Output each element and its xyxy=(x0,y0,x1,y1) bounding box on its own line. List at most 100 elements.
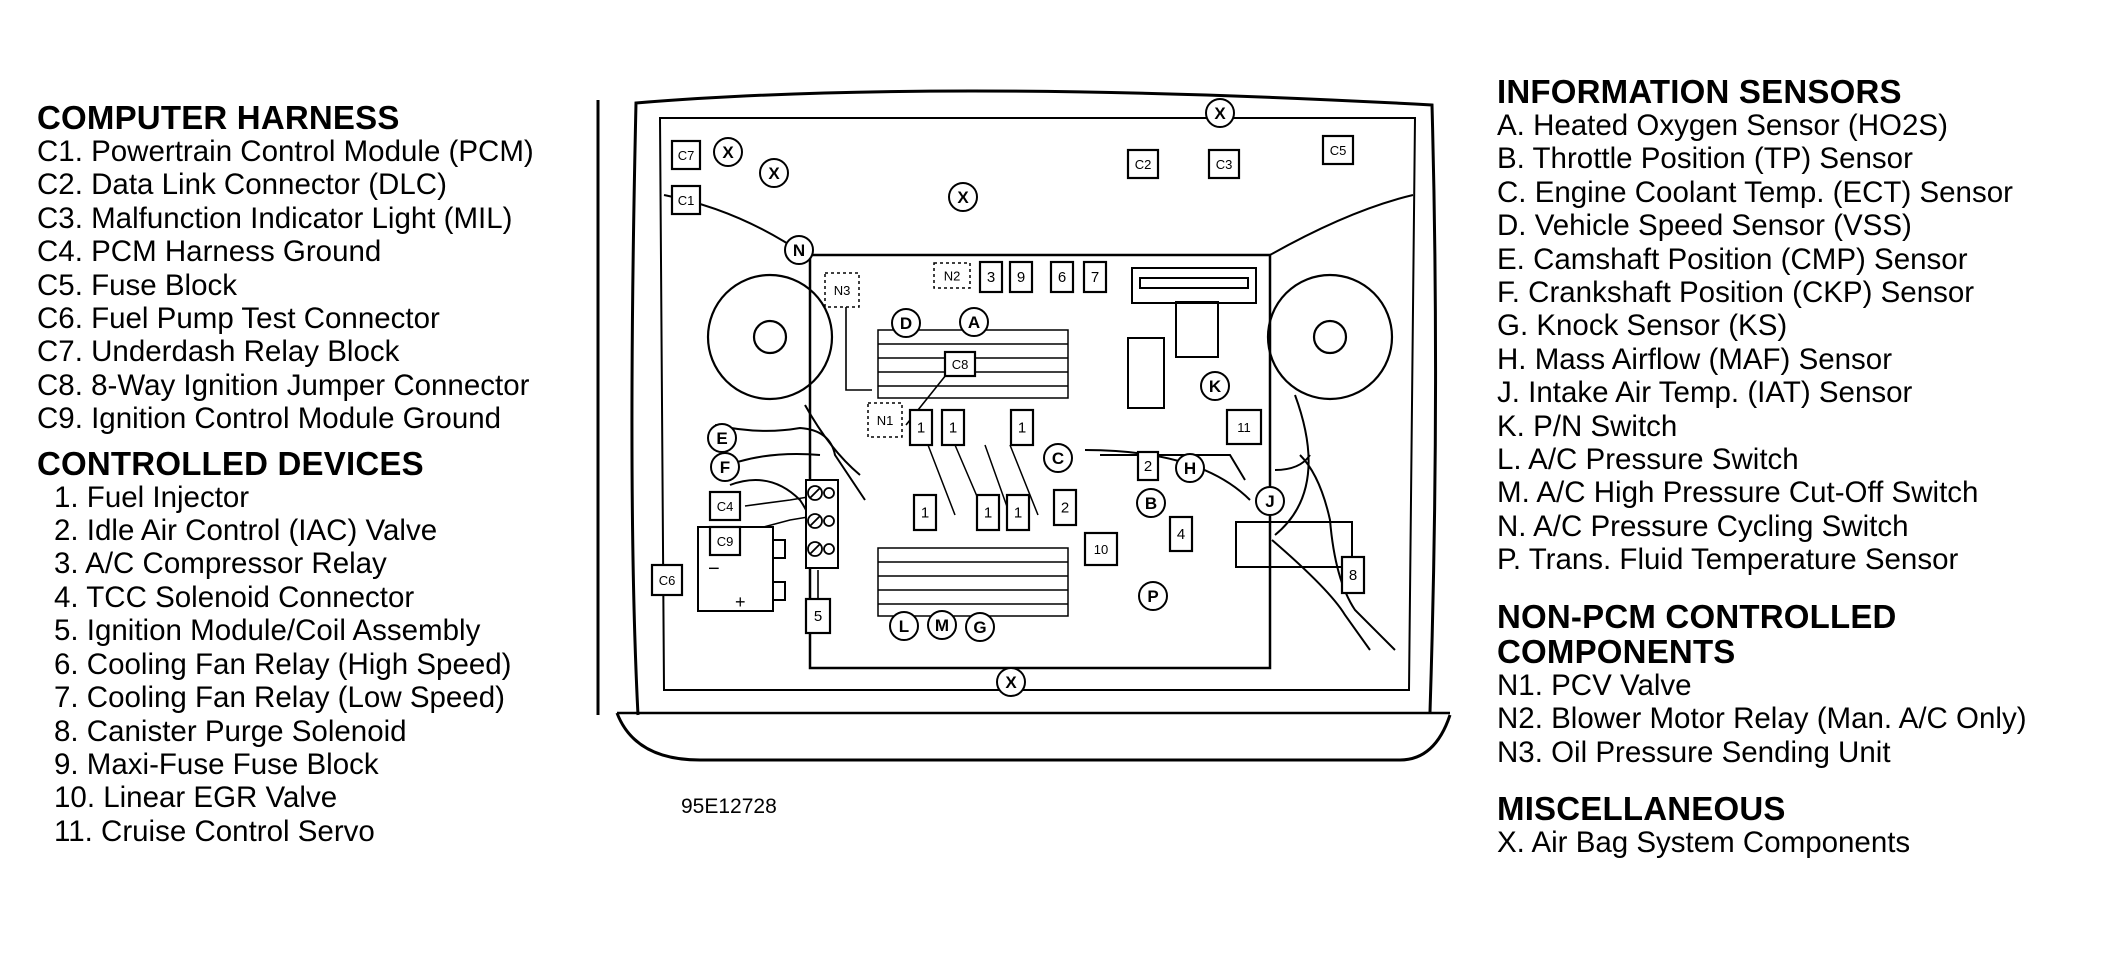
legend-item: C3. Malfunction Indicator Light (MIL) xyxy=(37,201,513,235)
legend-item: 4. TCC Solenoid Connector xyxy=(54,580,415,614)
marker-box-c8: C8 xyxy=(943,350,977,378)
svg-text:10: 10 xyxy=(1094,542,1108,557)
air-cleaner-top xyxy=(1131,267,1257,304)
strut-towers xyxy=(706,273,1394,401)
air-intake-box xyxy=(1175,301,1219,358)
left-strut-center xyxy=(752,319,788,355)
marker-box-1: 1 xyxy=(1009,408,1035,447)
svg-text:8: 8 xyxy=(1349,567,1357,584)
svg-text:C2: C2 xyxy=(1135,157,1152,172)
svg-text:1: 1 xyxy=(949,420,957,437)
legend-item: N2. Blower Motor Relay (Man. A/C Only) xyxy=(1497,702,2027,736)
svg-text:N: N xyxy=(793,241,805,260)
legend-item: 7. Cooling Fan Relay (Low Speed) xyxy=(54,681,505,715)
marker-box-4: 4 xyxy=(1168,515,1194,553)
svg-text:C: C xyxy=(1052,449,1064,468)
marker-circle-l: L xyxy=(889,611,919,641)
svg-text:C1: C1 xyxy=(678,193,695,208)
svg-text:3: 3 xyxy=(987,269,995,286)
marker-circle-c: C xyxy=(1043,443,1073,473)
computer-harness-heading: COMPUTER HARNESS xyxy=(37,99,400,136)
legend-item: C4. PCM Harness Ground xyxy=(37,235,382,269)
legend-item: 3. A/C Compressor Relay xyxy=(54,547,387,581)
bumper-outline xyxy=(615,712,1452,762)
svg-text:6: 6 xyxy=(1058,269,1066,286)
svg-text:X: X xyxy=(722,143,734,162)
marker-box-2: 2 xyxy=(1136,450,1160,482)
minus-sign: − xyxy=(708,558,720,580)
legend-item: 1. Fuel Injector xyxy=(54,480,250,514)
legend-left: COMPUTER HARNESS C1. Powertrain Control … xyxy=(37,100,534,848)
marker-circle-x: X xyxy=(1205,98,1235,128)
legend-item: 5. Ignition Module/Coil Assembly xyxy=(54,614,481,648)
right-strut-center xyxy=(1312,319,1348,355)
non-pcm-heading-line2: COMPONENTS xyxy=(1497,632,1736,670)
marker-box-c1: C1 xyxy=(670,184,702,216)
marker-box-8: 8 xyxy=(1340,555,1366,595)
svg-text:N2: N2 xyxy=(944,269,961,284)
svg-text:5: 5 xyxy=(814,608,822,625)
svg-text:C6: C6 xyxy=(659,573,676,588)
svg-text:7: 7 xyxy=(1091,269,1099,286)
legend-item: C. Engine Coolant Temp. (ECT) Sensor xyxy=(1497,175,2013,209)
marker-box-10: 10 xyxy=(1083,531,1119,567)
legend-item: C8. 8-Way Ignition Jumper Connector xyxy=(37,368,530,402)
svg-text:4: 4 xyxy=(1177,526,1185,543)
figure-id: 95E12728 xyxy=(681,795,777,818)
svg-text:X: X xyxy=(768,164,780,183)
marker-box-c7: C7 xyxy=(670,139,702,171)
svg-text:N1: N1 xyxy=(877,413,894,428)
marker-circle-f: F xyxy=(710,452,740,482)
svg-text:1: 1 xyxy=(1018,420,1026,437)
marker-circle-j: J xyxy=(1255,486,1285,516)
svg-text:G: G xyxy=(973,618,986,637)
marker-box-2: 2 xyxy=(1052,488,1078,527)
marker-box-c2: C2 xyxy=(1126,148,1160,180)
svg-text:1: 1 xyxy=(917,420,925,437)
marker-box-c3: C3 xyxy=(1207,148,1241,180)
legend-item: K. P/N Switch xyxy=(1497,409,1678,443)
svg-text:9: 9 xyxy=(1017,269,1025,286)
marker-box-3: 3 xyxy=(978,260,1004,294)
svg-text:X: X xyxy=(1214,104,1226,123)
legend-item: 10. Linear EGR Valve xyxy=(54,781,338,815)
marker-circle-x: X xyxy=(948,182,978,212)
marker-box-c4: C4 xyxy=(708,490,742,522)
marker-box-5: 5 xyxy=(804,597,832,635)
legend-item: 9. Maxi-Fuse Fuse Block xyxy=(54,747,379,781)
marker-circle-p: P xyxy=(1138,581,1168,611)
svg-text:E: E xyxy=(716,429,727,448)
controlled-devices-section: CONTROLLED DEVICES 1. Fuel Injector 2. I… xyxy=(37,446,534,848)
marker-circle-d: D xyxy=(891,308,921,338)
hood-outline xyxy=(630,89,1438,716)
svg-text:X: X xyxy=(1005,673,1017,692)
svg-text:M: M xyxy=(935,616,949,635)
svg-text:J: J xyxy=(1265,492,1274,511)
legend-item: B. Throttle Position (TP) Sensor xyxy=(1497,142,1913,176)
svg-text:C5: C5 xyxy=(1330,143,1347,158)
marker-circle-b: B xyxy=(1136,488,1166,518)
legend-item: C9. Ignition Control Module Ground xyxy=(37,402,502,436)
vehicle-outline xyxy=(596,89,1452,762)
compartment-inner xyxy=(658,117,1417,691)
marker-circle-x: X xyxy=(713,137,743,167)
svg-text:H: H xyxy=(1184,459,1196,478)
legend-item: 8. Canister Purge Solenoid xyxy=(54,714,407,748)
information-sensors-heading: INFORMATION SENSORS xyxy=(1497,73,1902,110)
svg-text:C7: C7 xyxy=(678,148,695,163)
marker-circle-x: X xyxy=(759,158,789,188)
svg-text:11: 11 xyxy=(1237,420,1251,435)
legend-item: X. Air Bag System Components xyxy=(1497,825,1911,859)
legend-item: H. Mass Airflow (MAF) Sensor xyxy=(1497,342,1893,376)
legend-item: A. Heated Oxygen Sensor (HO2S) xyxy=(1497,109,1948,142)
marker-circle-k: K xyxy=(1200,371,1230,401)
marker-box-1: 1 xyxy=(1005,493,1031,532)
controlled-devices-heading: CONTROLLED DEVICES xyxy=(37,444,424,482)
fender-line-right xyxy=(1269,194,1414,256)
controlled-devices-list: 1. Fuel Injector 2. Idle Air Control (IA… xyxy=(37,481,534,848)
marker-box-1: 1 xyxy=(912,493,938,532)
marker-box-6: 6 xyxy=(1049,260,1075,294)
svg-text:N3: N3 xyxy=(834,283,851,298)
marker-box-n2: N2 xyxy=(933,262,971,289)
